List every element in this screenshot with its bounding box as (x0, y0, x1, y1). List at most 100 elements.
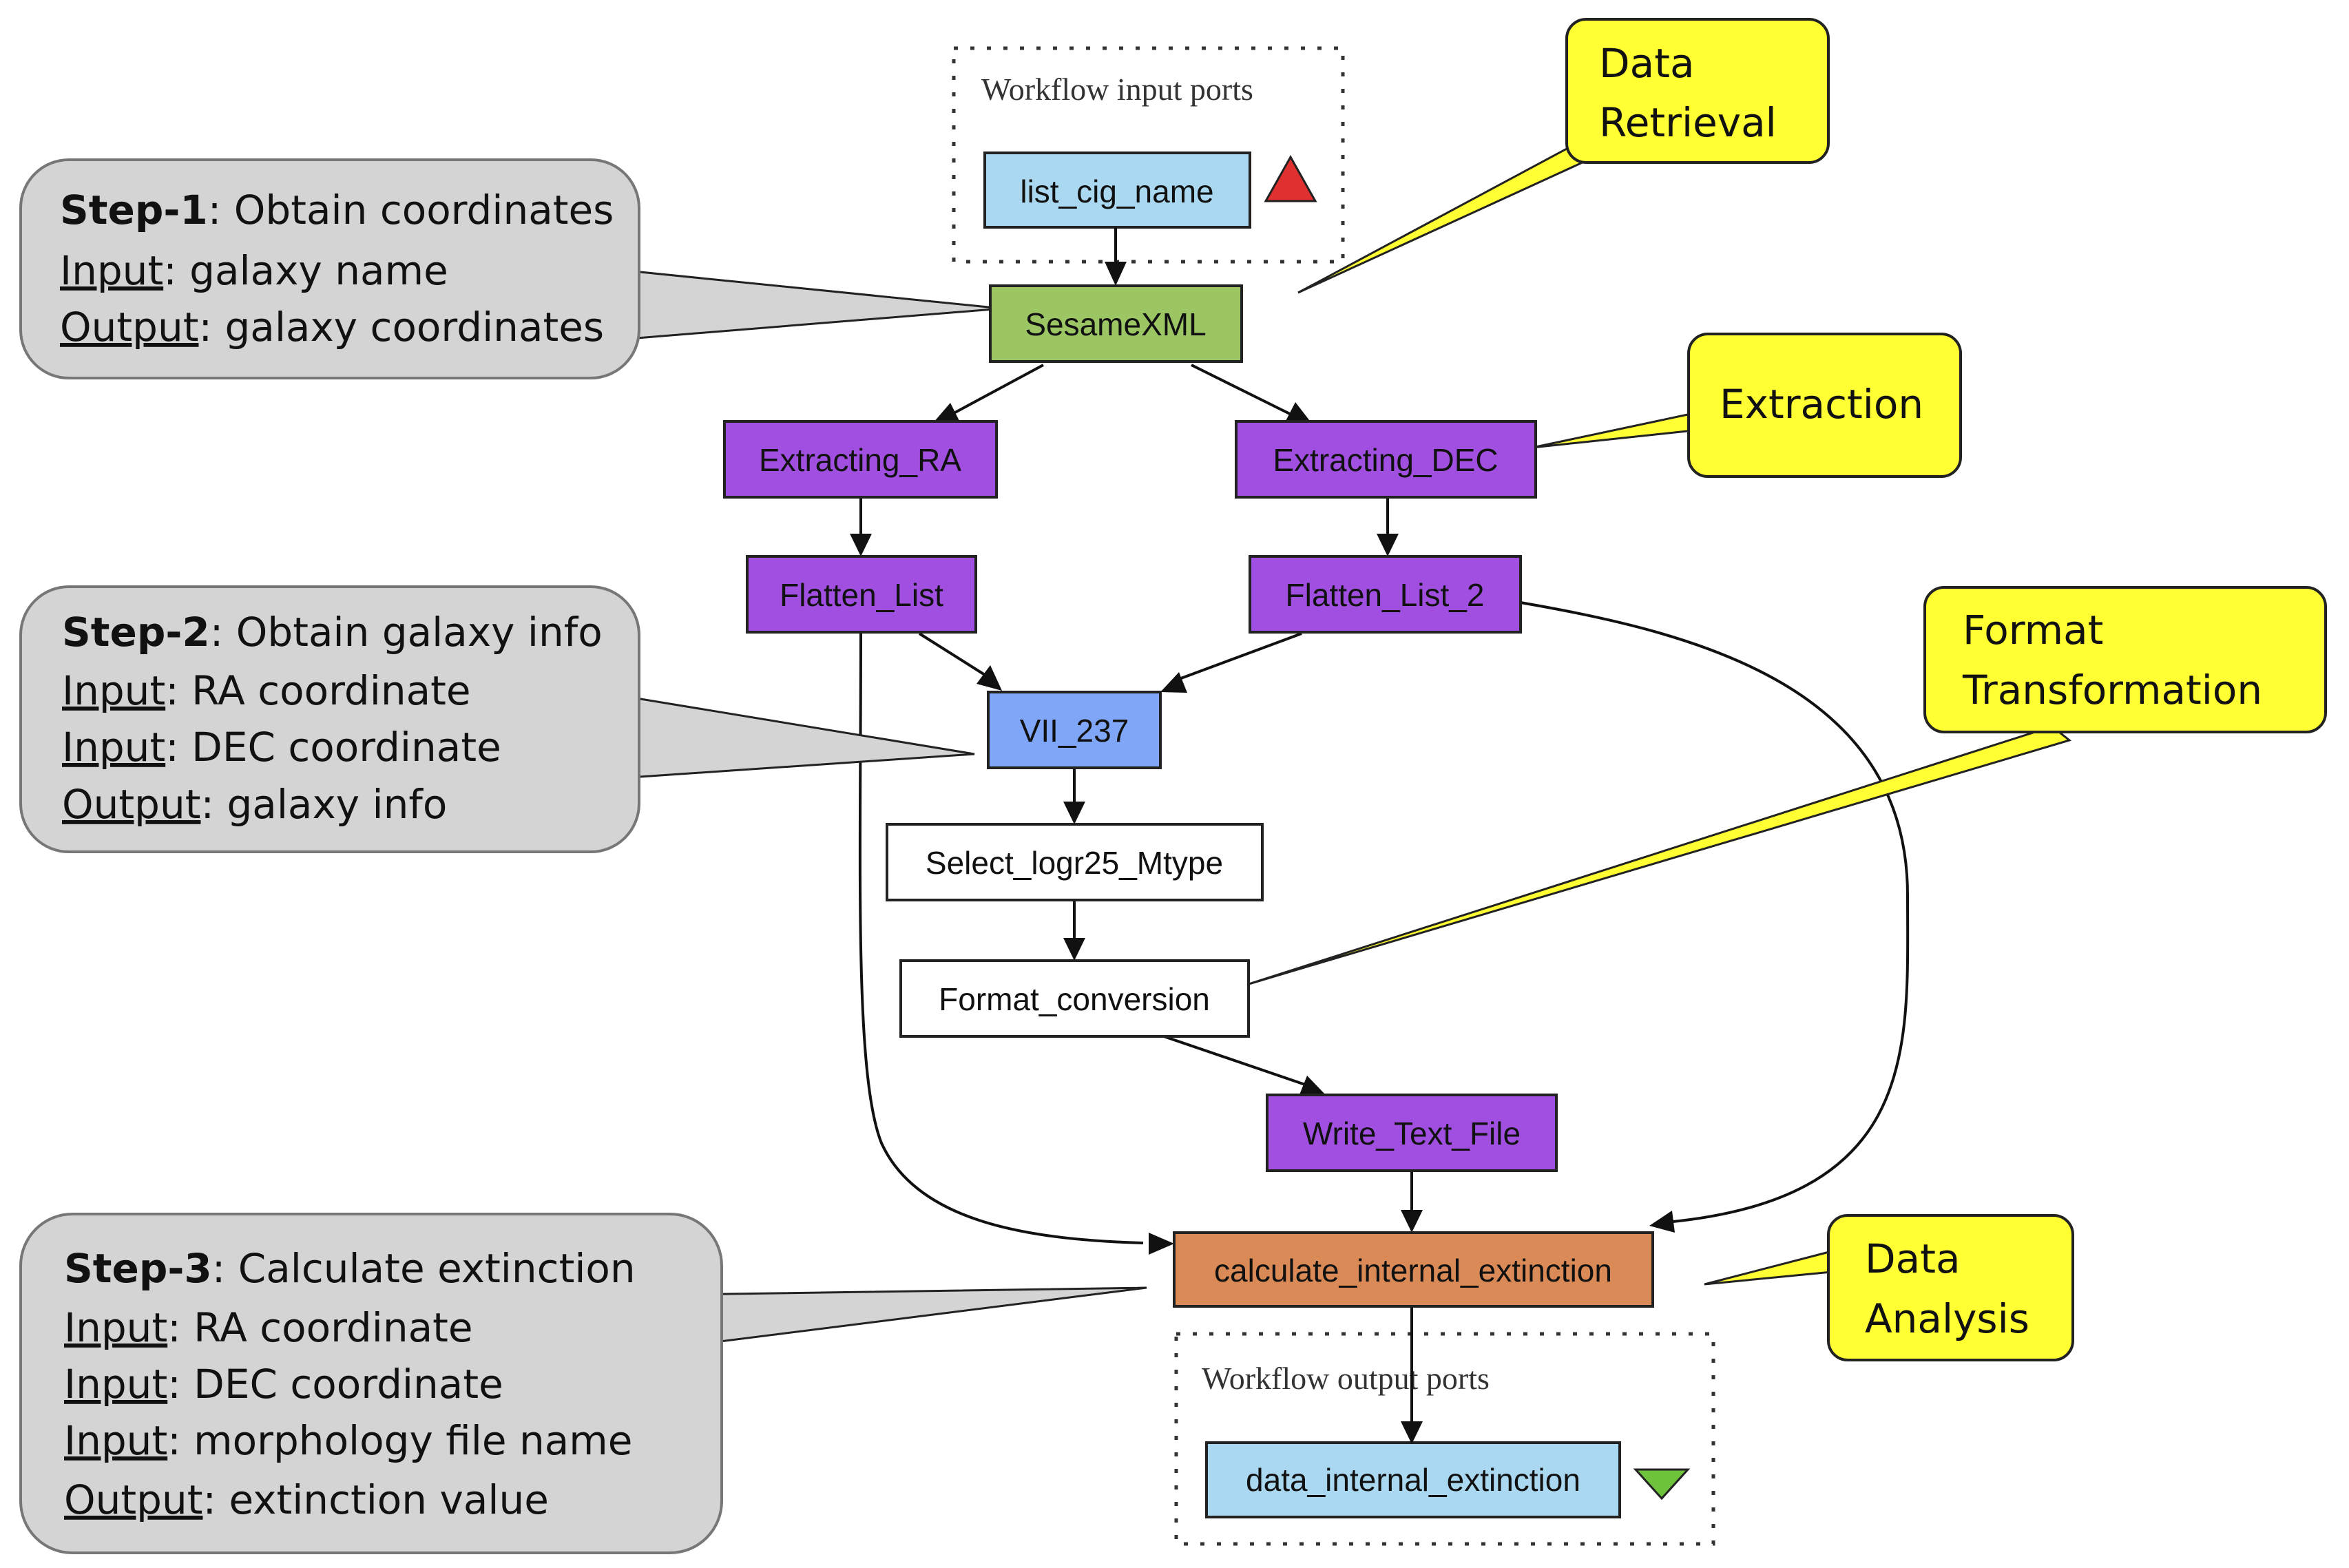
node-format[interactable]: Format_conversion (899, 959, 1250, 1038)
callout-extraction: Extraction (1687, 333, 1962, 478)
arrowhead-icon (1285, 402, 1312, 424)
arrowheads (850, 262, 1675, 1444)
svg-text:Input: morphology file name: Input: morphology file name (64, 1417, 633, 1464)
edge-flatten2-vii (1180, 632, 1302, 680)
pointer-data-retrieval (1297, 141, 1585, 294)
pointer-format-transformation (1246, 725, 2072, 986)
pointer-data-analysis (1704, 1250, 1833, 1286)
arrowhead-icon (1063, 802, 1085, 824)
edge-flatten-calc (858, 633, 1144, 1244)
callout-extraction-line1: Extraction (1720, 381, 1923, 428)
svg-text:Output: galaxy info: Output: galaxy info (62, 781, 447, 828)
node-extract-ra[interactable]: Extracting_RA (723, 420, 998, 499)
step1-title: Step-1 (60, 187, 208, 233)
input-port-label: list_cig_name (1020, 174, 1213, 209)
step1-line2-key: Output (60, 304, 198, 351)
node-format-label: Format_conversion (939, 981, 1210, 1017)
pointer-step1 (618, 269, 1003, 341)
node-sesame[interactable]: SesameXML (989, 284, 1243, 363)
input-ports-title: Workflow input ports (981, 72, 1253, 107)
pointer-extraction (1532, 412, 1695, 449)
svg-text:Output: extinction value: Output: extinction value (64, 1476, 549, 1523)
node-flatten[interactable]: Flatten_List (746, 555, 977, 634)
step2-line2-key: Input (62, 724, 165, 771)
step3-line4-key: Output (64, 1476, 202, 1523)
output-ports-title: Workflow output ports (1202, 1361, 1490, 1396)
callout-format-transformation-line1: Format (1963, 607, 2103, 654)
arrowhead-icon (977, 665, 1002, 691)
step3-line2-key: Input (64, 1361, 167, 1408)
step3-title-rest: : Calculate extinction (212, 1245, 636, 1292)
callout-data-analysis-line1: Data (1865, 1235, 1961, 1282)
node-extract-ra-label: Extracting_RA (759, 442, 961, 478)
node-vii[interactable]: VII_237 (987, 691, 1162, 769)
step1-line1-value: : galaxy name (163, 247, 448, 294)
step3-line3-value: : morphology file name (167, 1417, 632, 1464)
arrowhead-icon (1063, 938, 1085, 961)
arrowhead-icon (1401, 1421, 1423, 1444)
step3-line1-value: : RA coordinate (167, 1304, 472, 1351)
svg-text:Input: DEC coordinate: Input: DEC coordinate (64, 1361, 503, 1408)
input-ports-group: Workflow input ports list_cig_name (952, 46, 1345, 264)
arrowhead-icon (933, 403, 960, 423)
svg-text:Step-1: Obtain coordinates: Step-1: Obtain coordinates (60, 187, 614, 233)
step2-callout: Step-2: Obtain galaxy info Input: RA coo… (19, 585, 640, 853)
output-port-node[interactable]: data_internal_extinction (1205, 1441, 1621, 1518)
callout-data-retrieval-line1: Data (1599, 40, 1695, 87)
node-write-label: Write_Text_File (1303, 1116, 1521, 1151)
edge-format-write (1163, 1035, 1306, 1086)
input-port-node[interactable]: list_cig_name (983, 151, 1251, 229)
edge-sesame-extract-ra (953, 364, 1044, 415)
svg-text:Output: galaxy coordinates: Output: galaxy coordinates (60, 304, 604, 351)
node-flatten2-label: Flatten_List_2 (1286, 577, 1485, 613)
input-port-marker-icon (1264, 154, 1317, 202)
node-extract-dec[interactable]: Extracting_DEC (1235, 420, 1537, 499)
step2-title: Step-2 (62, 609, 210, 656)
edge-flatten-vii (918, 632, 986, 676)
step1-line2-value: : galaxy coordinates (198, 304, 604, 351)
step2-line1-key: Input (62, 667, 165, 714)
node-calc-label: calculate_internal_extinction (1214, 1253, 1612, 1288)
output-ports-group: Workflow output ports data_internal_exti… (1174, 1332, 1715, 1546)
node-sesame-label: SesameXML (1025, 306, 1206, 342)
node-flatten2[interactable]: Flatten_List_2 (1249, 555, 1522, 634)
callout-format-transformation: Format Transformation (1923, 586, 2327, 733)
svg-text:Step-3: Calculate extinction: Step-3: Calculate extinction (64, 1245, 636, 1292)
arrowhead-icon (1160, 672, 1187, 693)
node-calc[interactable]: calculate_internal_extinction (1173, 1231, 1654, 1308)
svg-text:Input: DEC coordinate: Input: DEC coordinate (62, 724, 501, 771)
callout-data-retrieval: Data Retrieval (1565, 18, 1830, 164)
edges (858, 227, 1910, 1429)
node-select[interactable]: Select_logr25_Mtype (886, 823, 1264, 901)
arrowhead-icon (1377, 534, 1399, 556)
step3-line1-key: Input (64, 1304, 167, 1351)
svg-text:Input: galaxy name: Input: galaxy name (60, 247, 448, 294)
callout-data-analysis-line2: Analysis (1865, 1295, 2029, 1342)
step2-title-rest: : Obtain galaxy info (210, 609, 603, 656)
node-select-label: Select_logr25_Mtype (926, 845, 1223, 881)
svg-text:Input: RA coordinate: Input: RA coordinate (64, 1304, 473, 1351)
step1-line1-key: Input (60, 247, 163, 294)
callout-data-retrieval-line2: Retrieval (1599, 99, 1777, 146)
arrowhead-icon (1149, 1233, 1174, 1255)
step2-line1-value: : RA coordinate (165, 667, 470, 714)
arrowhead-icon (1401, 1210, 1423, 1233)
step2-line2-value: : DEC coordinate (165, 724, 501, 771)
step1-callout: Step-1: Obtain coordinates Input: galaxy… (19, 158, 640, 379)
node-extract-dec-label: Extracting_DEC (1273, 442, 1498, 478)
svg-text:Step-2: Obtain galaxy info: Step-2: Obtain galaxy info (62, 609, 603, 656)
callout-data-analysis: Data Analysis (1827, 1214, 2074, 1361)
svg-text:Input: RA coordinate: Input: RA coordinate (62, 667, 471, 714)
node-write[interactable]: Write_Text_File (1266, 1094, 1558, 1172)
edge-flatten2-calc (1520, 601, 1910, 1224)
step3-line2-value: : DEC coordinate (167, 1361, 503, 1408)
step3-title: Step-3 (64, 1245, 212, 1292)
edge-sesame-extract-dec (1191, 364, 1292, 416)
callout-format-transformation-line2: Transformation (1962, 667, 2262, 713)
node-flatten-label: Flatten_List (780, 577, 943, 613)
pointer-step2 (618, 694, 975, 780)
arrowhead-icon (1105, 262, 1127, 286)
output-port-label: data_internal_extinction (1246, 1462, 1580, 1498)
callout-pointers (618, 141, 2072, 1348)
